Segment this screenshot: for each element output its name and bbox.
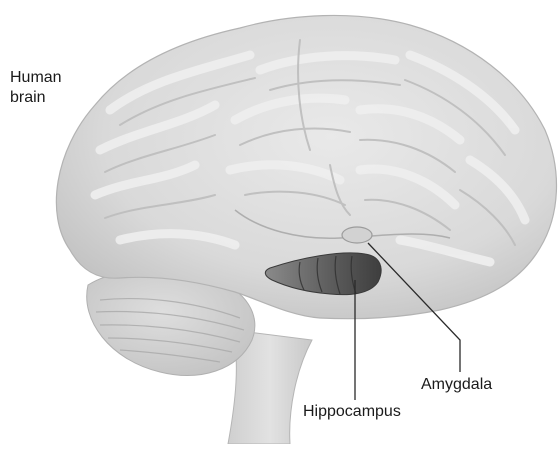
- amygdala: [342, 227, 372, 243]
- human-brain-label-line1: Human: [10, 68, 62, 88]
- human-brain-label-line2: brain: [10, 88, 62, 108]
- amygdala-label: Amygdala: [421, 375, 492, 395]
- human-brain-label: Human brain: [10, 68, 62, 108]
- hippocampus-label: Hippocampus: [303, 402, 401, 422]
